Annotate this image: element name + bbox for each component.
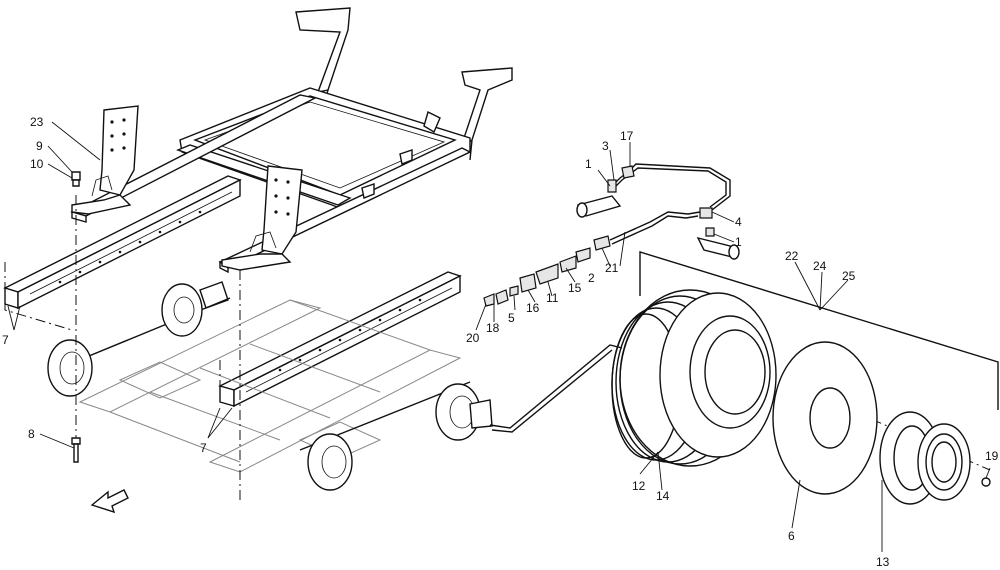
- callout-7-front: 7: [200, 441, 207, 455]
- callout-21: 21: [605, 261, 619, 275]
- callout-18: 18: [486, 321, 500, 335]
- callout-20: 20: [466, 331, 480, 345]
- callout-24: 24: [813, 259, 827, 273]
- callout-15: 15: [568, 281, 582, 295]
- callout-25: 25: [842, 269, 856, 283]
- callout-17: 17: [620, 129, 634, 143]
- callout-14: 14: [656, 489, 670, 503]
- callout-5: 5: [508, 311, 515, 325]
- callout-11: 11: [546, 291, 559, 305]
- callout-6: 6: [788, 529, 795, 543]
- callout-7-rear: 7: [2, 333, 9, 347]
- callout-22: 22: [785, 249, 799, 263]
- arrow-icon: [90, 489, 129, 514]
- callout-9: 9: [36, 139, 43, 153]
- brake-line-assembly: [483, 163, 740, 307]
- callout-19: 19: [985, 449, 999, 463]
- chassis-assembly: [47, 281, 493, 491]
- callout-3: 3: [602, 139, 609, 153]
- callout-4: 4: [735, 215, 742, 229]
- callout-1-top: 1: [585, 157, 592, 171]
- callouts: 23 9 10 7 8 7 1 3 17 4 1 2 21 15 11 16 5…: [2, 115, 999, 569]
- callout-8: 8: [28, 427, 35, 441]
- group-bracket: [639, 251, 999, 410]
- callout-2: 2: [588, 271, 595, 285]
- wheel-exploded: [611, 289, 991, 505]
- bolts: [71, 171, 81, 463]
- callout-16: 16: [526, 301, 540, 315]
- projection-lines: [4, 195, 991, 500]
- leader-lines: [7, 121, 991, 552]
- longitudinal-beams: [3, 175, 462, 408]
- callout-12: 12: [632, 479, 646, 493]
- callout-1-bottom: 1: [735, 235, 742, 249]
- callout-23: 23: [30, 115, 44, 129]
- callout-10: 10: [30, 157, 44, 171]
- upper-frame: [70, 7, 513, 274]
- callout-13: 13: [876, 555, 890, 569]
